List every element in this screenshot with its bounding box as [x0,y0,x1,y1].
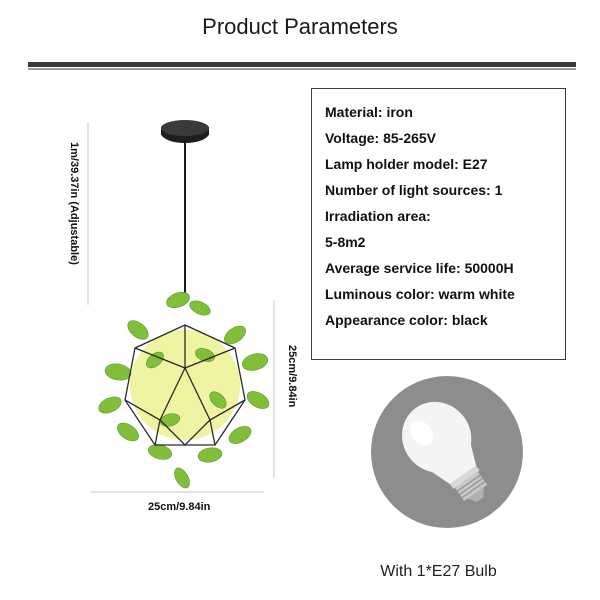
param-line: Number of light sources: 1 [325,182,503,198]
shade-height-label: 25cm/9.84in [286,345,298,408]
height-total: 1m/39.37in [68,142,80,199]
shade-width-label: 25cm/9.84in [148,501,211,513]
pendant-lamp-illustration [87,120,275,493]
param-line: Voltage: 85-265V [325,130,437,146]
height-dimension-label: 1m/39.37in (Adjustable) [68,142,80,265]
param-line: 5-8m2 [325,234,366,250]
param-line: Lamp holder model: E27 [325,156,488,172]
page-title: Product Parameters [202,14,398,39]
param-line: Average service life: 50000H [325,260,514,276]
param-line: Material: iron [325,104,413,120]
param-line: Irradiation area: [325,208,431,224]
height-note: (Adjustable) [68,201,80,265]
bulb-image [371,376,523,528]
param-line: Appearance color: black [325,312,488,328]
parameters-box: Material: iron Voltage: 85-265V Lamp hol… [311,88,566,360]
bulb-caption: With 1*E27 Bulb [380,563,497,580]
header-divider [28,62,576,67]
param-line: Luminous color: warm white [325,286,515,302]
header-divider-thin [28,68,576,70]
